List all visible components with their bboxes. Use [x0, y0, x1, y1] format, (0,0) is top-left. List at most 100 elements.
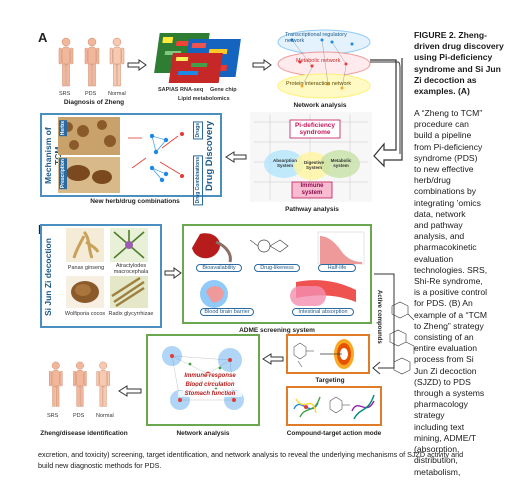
caption-line: strategy: [414, 410, 445, 421]
herb-label-atractylodes: Atractylodes macrocephala: [113, 263, 149, 275]
caption-line: technologies. SRS,: [414, 264, 488, 275]
person-label-normal-b: Normal: [96, 413, 114, 419]
caption-line: Shi-Re syndrome,: [414, 276, 483, 287]
network-layer-protein: Protein interaction network: [286, 81, 352, 87]
sjzd-label: Si Jun Zi decoction: [43, 238, 53, 316]
herb-label-ginseng: Panax ginseng: [67, 265, 105, 271]
caption-line: data, network: [414, 208, 466, 219]
caption-line: (SJZD) to PDS: [414, 376, 471, 387]
caption-line: distribution,: [414, 455, 458, 466]
omics-label-genechip: Gene chip: [210, 87, 237, 93]
omics-heatmaps: [150, 31, 248, 97]
arrow-down-curve-icon: [368, 54, 408, 173]
caption-line: combinations by: [414, 186, 477, 197]
caption-line: metabolism,: [414, 466, 461, 477]
herb-wolfiporia-image: [66, 276, 104, 308]
panel-a-letter: A: [38, 30, 48, 45]
caption-line: procedure can: [414, 119, 469, 130]
molecule-structures: [384, 300, 420, 380]
diagnosis-label: Diagnosis of Zheng: [63, 99, 125, 106]
network-layer-metabolic: Metabolic network: [296, 58, 341, 64]
person-label-pds-b: PDS: [73, 413, 85, 419]
action-mode-label: Compound-target action mode: [286, 430, 382, 437]
network-analysis-label-a: Network analysis: [293, 102, 347, 109]
pathway-box-digestive: Digestive System: [303, 160, 324, 170]
caption-line: from Pi-deficiency: [414, 141, 483, 152]
herb-glycyrrhizae-image: [110, 276, 148, 308]
arrow-left-icon: [262, 352, 284, 370]
caption-line: pharmacokinetic: [414, 242, 477, 253]
caption-line: syndrome (PDS): [414, 152, 478, 163]
caption-line: process from Si: [414, 354, 474, 365]
arrow-left-icon: [225, 150, 247, 168]
arrow-left-icon: [118, 384, 142, 402]
pathway-box-absorption: Absorption System: [273, 158, 297, 168]
action-mode-graphic: [290, 389, 378, 423]
person-figures-b: [44, 360, 114, 412]
herb-drug-combinations-label: New herb/drug combinations: [90, 198, 180, 205]
network-layers: [272, 26, 374, 102]
herb-images: [58, 117, 120, 193]
caption-line: through a systems: [414, 388, 485, 399]
caption-line: A “Zheng to TCM”: [414, 108, 483, 118]
caption-bottom-line-1: excretion, and toxicity) screening, targ…: [38, 450, 464, 459]
adme-label: ADME screening system: [239, 327, 315, 334]
network-b-box: [146, 334, 260, 426]
network-b-graphic: [150, 338, 256, 422]
caption-line: pharmacology: [414, 399, 468, 410]
caption-line: is a positive control: [414, 287, 488, 298]
person-label-srs-a: SRS: [59, 91, 71, 97]
drug-discovery-label: Drug Discovery: [204, 120, 215, 192]
network-term-blood: Blood circulation: [178, 382, 242, 388]
herb-label-wolfiporia: Wolfiporia cocos: [64, 311, 106, 317]
zheng-identification-label: Zheng/disease identification: [40, 430, 128, 437]
active-compounds-label: Active compounds: [376, 290, 382, 344]
arrow-right-icon: [164, 266, 182, 284]
caption-line: example of a “TCM: [414, 309, 488, 320]
adme-drug-likeness: Drug-likeness: [254, 264, 300, 272]
herb-ginseng-image: [66, 228, 104, 262]
caption-line: analysis, and: [414, 231, 465, 242]
adme-half-life: Half-life: [318, 264, 356, 272]
targeting-graphic: [290, 337, 368, 371]
caption-line: herb/drug: [414, 175, 451, 186]
pathway-box-immune: Immune system: [300, 183, 324, 196]
network-layer-transcriptional: Transcriptional regulatory network: [285, 32, 347, 44]
person-label-srs-b: SRS: [47, 413, 59, 419]
adme-graphics: [186, 228, 368, 320]
network-term-stomach: Stomach function: [178, 391, 242, 397]
caption-line: including text: [414, 421, 465, 432]
arrow-right-icon: [127, 58, 147, 76]
caption-line: build a pipeline: [414, 130, 472, 141]
drugs-tag: Drugs: [193, 121, 203, 140]
caption-line: for PDS. (B) An: [414, 298, 473, 309]
prescription-tag: Prescription: [59, 158, 67, 190]
caption-line: evaluation: [414, 253, 454, 264]
targeting-label: Targeting: [315, 377, 345, 384]
pathway-analysis-label: Pathway analysis: [285, 206, 339, 213]
person-label-pds-a: PDS: [85, 91, 97, 97]
pathway-box-pds: Pi-deficiency syndrome: [294, 122, 336, 136]
omics-label-lipid: Lipid metabolomics: [178, 96, 230, 102]
caption-bottom-line-2: build new diagnostic methods for PDS.: [38, 461, 162, 470]
pathway-graphic: [250, 112, 372, 202]
network-term-immune: Immune response: [180, 373, 240, 379]
pathway-box-metabolic: Metabolic system: [330, 158, 352, 168]
herb-atractylodes-image: [110, 228, 148, 262]
person-figures-a: [56, 36, 126, 92]
herbs-tag: Herbs: [59, 120, 67, 137]
caption-line: entire evaluation: [414, 343, 478, 354]
arrow-down-curve-icon: [372, 272, 404, 387]
adme-intestinal: Intestinal absorption: [292, 308, 354, 316]
caption-title: FIGURE 2. Zheng-driven drug discovery us…: [414, 30, 504, 97]
adme-bioavailability: Bioavailability: [196, 264, 242, 272]
omics-label-rnaseq: SAPIAS RNA-seq: [158, 87, 204, 93]
caption-line: mining, ADME/T: [414, 432, 477, 443]
caption-line: integrating ’omics: [414, 197, 481, 208]
caption-line: to Zheng” strategy: [414, 320, 484, 331]
caption-line: consisting of an: [414, 332, 474, 343]
action-mode-box: [286, 386, 382, 426]
person-label-normal-a: Normal: [108, 91, 126, 97]
adme-bbb: Blood brain barrier: [200, 308, 254, 316]
caption-line: to new effective: [414, 164, 474, 175]
